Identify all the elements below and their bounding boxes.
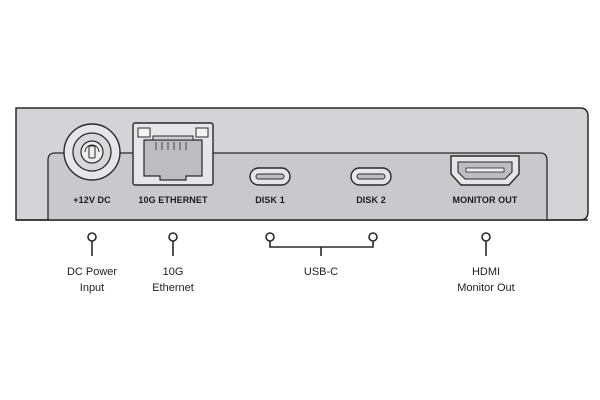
port-label-monitor: MONITOR OUT xyxy=(453,195,518,205)
hdmi-port xyxy=(450,155,520,186)
callout-markers xyxy=(87,232,491,256)
callout-label-hdmi-line1: HDMI xyxy=(472,266,500,278)
port-label-disk2: DISK 2 xyxy=(356,195,386,205)
callout-dot-disk2 xyxy=(368,232,378,242)
callout-dot-dc xyxy=(87,232,97,242)
callout-label-usbc: USB-C xyxy=(304,266,338,278)
callout-dot-disk1 xyxy=(265,232,275,242)
usbc-port-disk1 xyxy=(249,167,291,186)
usbc-port-disk2 xyxy=(350,167,392,186)
callout-dot-hdmi xyxy=(481,232,491,242)
port-label-disk1: DISK 1 xyxy=(255,195,285,205)
port-label-dc: +12V DC xyxy=(73,195,111,205)
callout-label-ethernet-line1: 10G xyxy=(163,266,184,278)
callout-label-dc-line1: DC Power xyxy=(67,266,117,278)
callout-label-hdmi-line2: Monitor Out xyxy=(457,282,514,294)
callout-label-ethernet-line2: Ethernet xyxy=(152,282,194,294)
dc-power-port xyxy=(63,123,121,181)
callout-label-dc-line2: Input xyxy=(80,282,104,294)
ethernet-port xyxy=(132,122,214,186)
callout-dot-ethernet xyxy=(168,232,178,242)
port-label-ethernet: 10G ETHERNET xyxy=(138,195,208,205)
